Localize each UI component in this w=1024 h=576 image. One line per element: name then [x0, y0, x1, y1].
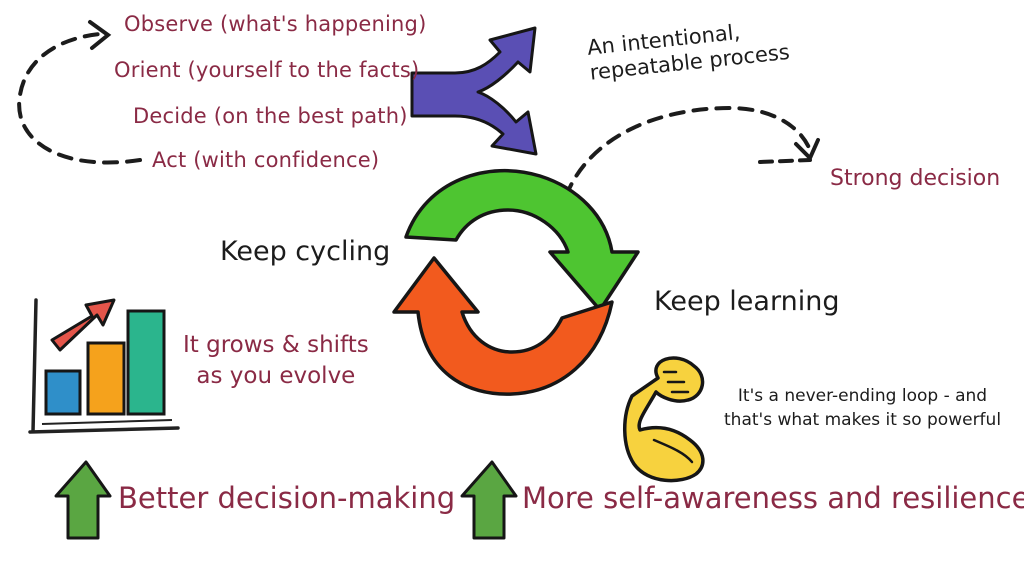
dashed-decision-arrow-icon	[564, 105, 820, 198]
grows-note: It grows & shifts as you evolve	[183, 332, 369, 390]
flexed-bicep-icon	[623, 356, 705, 483]
step-observe: Observe (what's happening)	[124, 12, 427, 36]
loop-note: It's a never-ending loop - and that's wh…	[724, 386, 1002, 430]
step-decide: Decide (on the best path)	[133, 104, 408, 128]
cycle-arrow-green-icon	[404, 168, 640, 312]
fork-arrow-icon	[410, 26, 538, 156]
dashed-loop-arrow-icon	[17, 20, 142, 165]
cycle-arrow-red-icon	[392, 256, 614, 396]
step-act: Act (with confidence)	[152, 148, 380, 172]
benefit-better-decision-making: Better decision-making	[118, 481, 456, 515]
step-orient: Orient (yourself to the facts)	[114, 58, 420, 82]
keep-cycling-label: Keep cycling	[220, 236, 391, 267]
up-arrow-icon-right	[460, 460, 518, 540]
bar-chart-icon	[28, 298, 180, 434]
benefit-self-awareness: More self-awareness and resilience	[522, 481, 1024, 515]
strong-decision-label: Strong decision	[830, 166, 1001, 191]
up-arrow-icon-left	[54, 460, 112, 540]
keep-learning-label: Keep learning	[654, 286, 840, 317]
